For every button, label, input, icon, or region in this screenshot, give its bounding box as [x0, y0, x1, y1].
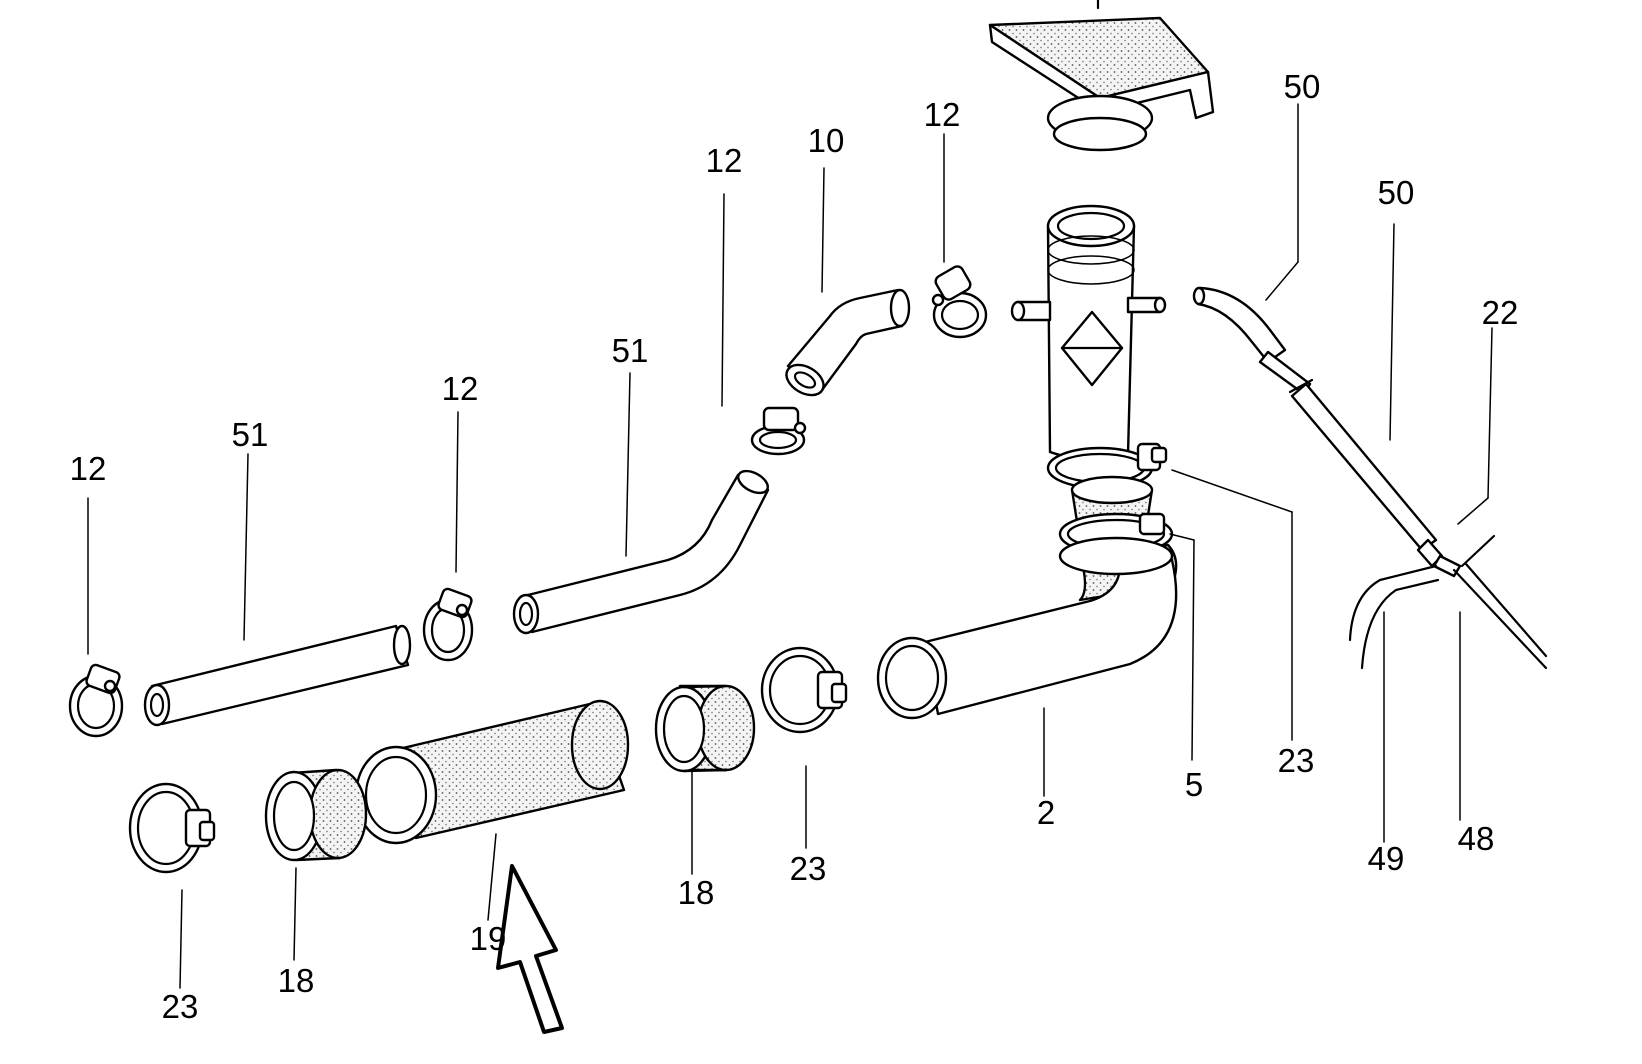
label-48: 48 — [1458, 820, 1495, 857]
label-12-mid-left: 12 — [442, 370, 479, 407]
filler-pipe-2 — [876, 536, 1178, 720]
label-49: 49 — [1368, 840, 1405, 877]
pointer-arrow — [496, 864, 564, 1034]
small-clamp-12-mid-left — [422, 587, 474, 662]
label-12-far-left: 12 — [70, 450, 107, 487]
breather-hose-51-left — [143, 624, 412, 727]
label-18-right: 18 — [678, 874, 715, 911]
label-23-right: 23 — [790, 850, 827, 887]
label-18-left: 18 — [278, 962, 315, 999]
label-12-center: 12 — [706, 142, 743, 179]
breather-hose-51-bent — [512, 469, 770, 635]
label-50-lower: 50 — [1378, 174, 1415, 211]
rubber-sleeve-18-right — [654, 684, 756, 773]
label-51-bent: 51 — [612, 332, 649, 369]
label-10: 10 — [808, 122, 845, 159]
label-19: 19 — [470, 920, 507, 957]
filler-neck — [1010, 204, 1167, 461]
hose-clamp-23-left — [128, 782, 216, 874]
label-5: 5 — [1185, 766, 1203, 803]
elbow-hose-10 — [785, 288, 911, 397]
label-51-left: 51 — [232, 416, 269, 453]
label-23-left: 23 — [162, 988, 199, 1025]
label-2: 2 — [1037, 794, 1055, 831]
breather-line-assembly — [1192, 286, 1548, 670]
filler-cap — [988, 0, 1215, 152]
leader-lines — [87, 103, 1493, 989]
hose-clamp-23-right — [760, 646, 848, 734]
label-50-upper: 50 — [1284, 68, 1321, 105]
rubber-tube-19 — [354, 699, 630, 845]
small-clamp-12-far-left — [68, 663, 124, 738]
small-clamp-12-center — [750, 406, 807, 456]
label-22: 22 — [1482, 294, 1519, 331]
small-clamp-12-upper — [931, 265, 988, 339]
rubber-sleeve-18-left — [264, 768, 368, 862]
label-12-upper: 12 — [924, 96, 961, 133]
label-23-neck: 23 — [1278, 742, 1315, 779]
part-labels: 12 51 12 51 12 10 12 50 50 22 23 5 2 23 … — [70, 68, 1519, 1025]
